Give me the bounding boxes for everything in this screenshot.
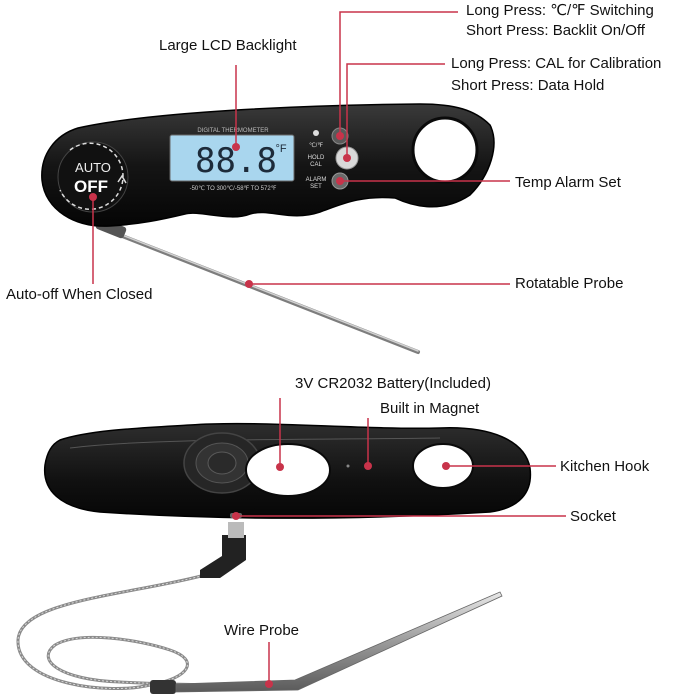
alarm-label: ALARM (306, 177, 327, 183)
arrow-up-icon (117, 174, 127, 184)
label-wire-probe: Wire Probe (224, 622, 300, 639)
callout-lines (92, 11, 566, 684)
hook-hole (411, 116, 479, 184)
auto-text: AUTO (75, 160, 111, 175)
unit-switch-label: ℃/℉ (309, 142, 323, 149)
label-unit-switch-short: Short Press: Backlit On/Off (466, 22, 645, 39)
label-hook: Kitchen Hook (560, 458, 650, 475)
magnet-dot (346, 464, 350, 468)
label-socket: Socket (570, 508, 616, 525)
range-text: -50℃ TO 300℃/-58℉ TO 572℉ (190, 185, 277, 192)
brand-text: DIGITAL THERMOMETER (197, 128, 269, 134)
off-text: OFF (74, 177, 108, 196)
callout-dots (89, 132, 450, 688)
backlight-icon (313, 130, 319, 136)
wire-probe-cable (16, 522, 266, 691)
label-unit-switch-long: Long Press: ℃/℉ Switching (466, 2, 654, 19)
label-auto-off: Auto-off When Closed (6, 286, 153, 303)
label-cal-long: Long Press: CAL for Calibration (451, 55, 662, 72)
cal-label: CAL (310, 162, 322, 168)
label-cal-short: Short Press: Data Hold (451, 77, 605, 94)
magnet-hole (245, 443, 331, 497)
hold-label: HOLD (308, 155, 325, 161)
label-alarm: Temp Alarm Set (515, 174, 621, 191)
label-lcd: Large LCD Backlight (159, 37, 297, 54)
lcd-unit: °F (275, 143, 286, 155)
battery-cap (183, 432, 261, 494)
label-magnet: Built in Magnet (380, 400, 480, 417)
label-battery: 3V CR2032 Battery(Included) (295, 375, 491, 392)
set-label: SET (310, 184, 322, 190)
lcd-display: DIGITAL THERMOMETER 88.8 °F -50℃ TO 300℃… (169, 128, 295, 192)
wire-probe-rod (150, 591, 503, 694)
label-probe: Rotatable Probe (515, 275, 624, 292)
auto-off-badge: AUTO OFF (57, 141, 129, 213)
